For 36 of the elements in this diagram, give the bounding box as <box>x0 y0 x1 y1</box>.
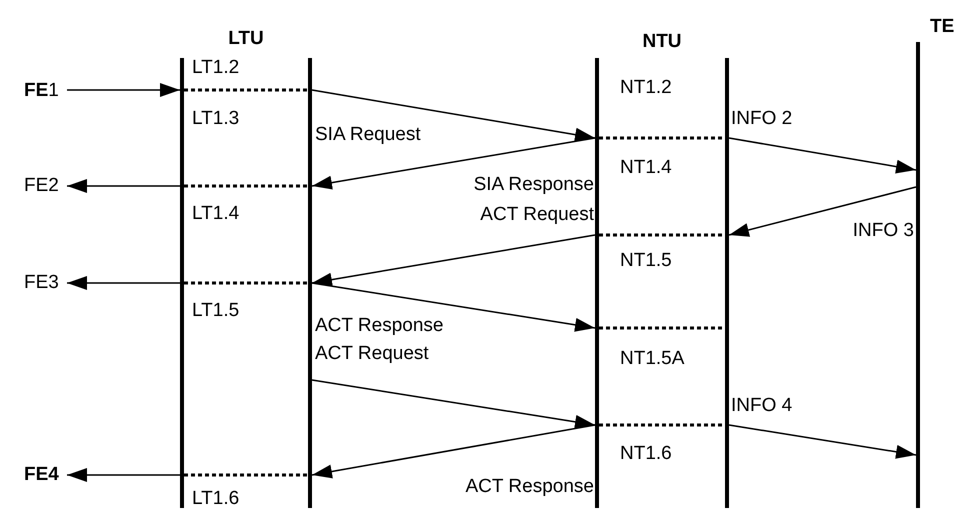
state-label: LT1.3 <box>192 108 240 130</box>
message-arrow <box>67 83 180 97</box>
state-label: NT1.5 <box>620 250 672 272</box>
state-label: LT1.2 <box>192 57 240 79</box>
message-label: ACT Response <box>464 476 595 498</box>
state-label: LT1.4 <box>192 203 240 225</box>
state-label: NT1.2 <box>620 77 672 99</box>
interface-label: FE1 <box>24 80 67 102</box>
message-label: ACT Request <box>479 204 595 226</box>
state-label: NT1.6 <box>620 443 672 465</box>
message-arrow <box>728 186 916 237</box>
message-arrow <box>728 137 916 174</box>
state-label: LT1.6 <box>192 488 240 510</box>
lifeline-header: LTU <box>227 28 265 50</box>
message-label: SIA Response <box>472 174 595 196</box>
message-label: SIA Request <box>314 124 422 146</box>
state-label: LT1.5 <box>192 300 240 322</box>
message-arrow <box>312 282 596 332</box>
message-arrow <box>67 179 180 193</box>
interface-label: FE3 <box>24 272 67 294</box>
message-arrow <box>67 468 180 482</box>
message-arrow <box>312 379 596 429</box>
message-arrow <box>312 424 596 478</box>
message-label: ACT Response <box>314 315 444 337</box>
message-label: ACT Request <box>314 343 430 365</box>
lifeline-header: TE <box>930 16 954 38</box>
message-arrow <box>728 424 916 459</box>
interface-label: FE2 <box>24 175 67 197</box>
lifeline-header: NTU <box>641 31 683 53</box>
message-arrow <box>312 234 596 287</box>
state-label: NT1.4 <box>620 157 672 179</box>
message-arrow <box>312 89 596 142</box>
state-label: NT1.5A <box>620 348 684 370</box>
message-arrow <box>312 137 596 190</box>
interface-label: FE4 <box>24 464 67 486</box>
message-arrow <box>67 276 180 290</box>
